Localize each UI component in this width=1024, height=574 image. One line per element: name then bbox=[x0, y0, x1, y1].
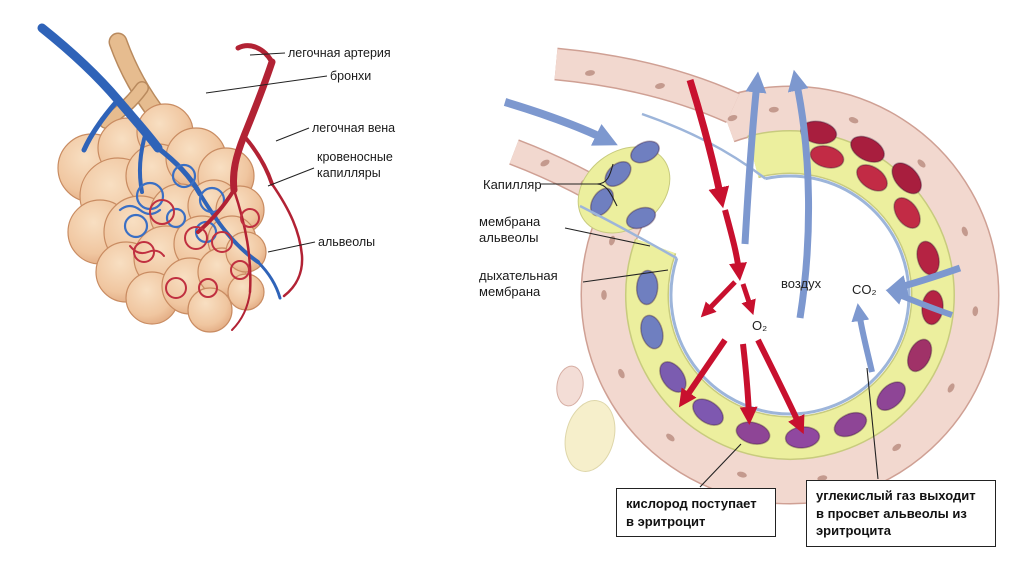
left-illustration-alveoli-cluster bbox=[37, 23, 328, 333]
label-o2: O₂ bbox=[752, 318, 768, 333]
oxygen-arrows bbox=[678, 78, 805, 435]
alveolus-cross-section bbox=[503, 47, 1000, 505]
alveoli-sacs bbox=[57, 103, 267, 333]
label-respiratory-membrane: дыхательная мембрана bbox=[479, 268, 558, 300]
air-inflow-arrow bbox=[503, 98, 618, 146]
callout-co2-out-of-erythrocyte: углекислый газ выходит в просвет альвеол… bbox=[806, 480, 996, 547]
callout-oxygen-into-erythrocyte: кислород поступает в эритроцит bbox=[616, 488, 776, 538]
label-capillaries: кровеносные капилляры bbox=[317, 150, 393, 180]
right-label-connector-lines bbox=[541, 163, 879, 488]
label-alveoli: альвеолы bbox=[318, 235, 376, 249]
label-bronchi: бронхи bbox=[330, 69, 372, 83]
label-co2: CO₂ bbox=[852, 282, 877, 297]
left-label-connector-lines bbox=[205, 52, 328, 253]
red-blood-vessels bbox=[129, 43, 304, 331]
label-pulmonary-vein: легочная вена bbox=[312, 121, 396, 135]
blue-blood-vessels bbox=[37, 23, 282, 300]
label-air: воздух bbox=[781, 276, 822, 291]
label-pulmonary-artery: легочная артерия bbox=[288, 46, 391, 60]
co2-arrows bbox=[503, 69, 962, 373]
label-capillary: Капилляр bbox=[483, 177, 542, 192]
erythrocytes-blue bbox=[589, 140, 664, 350]
label-alveolar-membrane: мембрана альвеолы bbox=[479, 214, 541, 246]
adjacent-tissue-blobs bbox=[556, 365, 616, 472]
